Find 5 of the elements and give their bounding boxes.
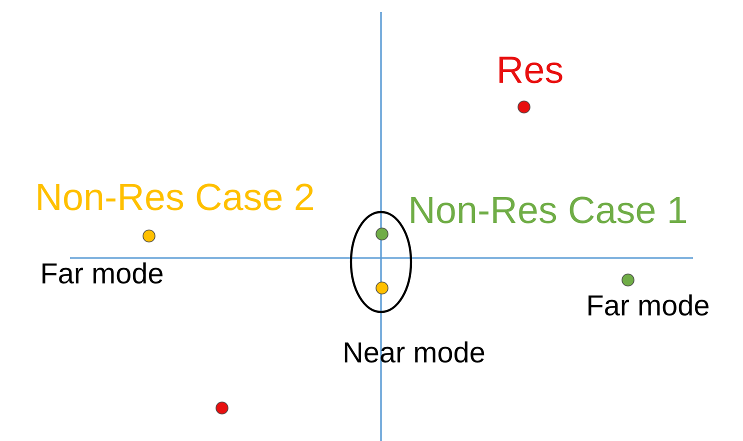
- mode-label: Far mode: [42, 262, 162, 284]
- point-label: Res: [499, 56, 562, 84]
- mode-label: Far mode: [588, 294, 708, 316]
- point-label: Non-Res Case 1: [411, 196, 686, 224]
- point-label: Non-Res Case 2: [38, 184, 313, 210]
